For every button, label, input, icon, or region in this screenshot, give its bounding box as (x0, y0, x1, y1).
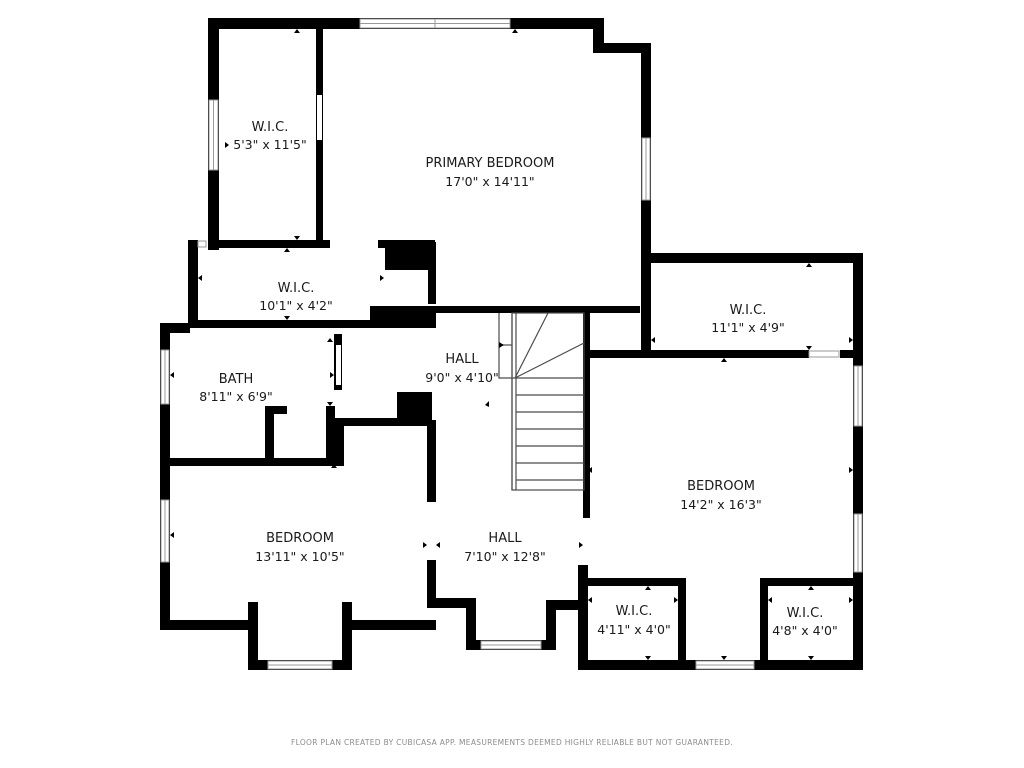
room-dimensions: 7'10" x 12'8" (464, 549, 545, 564)
room-name: PRIMARY BEDROOM (426, 156, 555, 171)
room-dimensions: 4'11" x 4'0" (597, 622, 670, 637)
room-dimensions: 17'0" x 14'11" (445, 174, 534, 189)
room-name: BEDROOM (687, 479, 755, 494)
room-name: BATH (219, 372, 254, 387)
room-wic-primary-left: W.I.C. 5'3" x 11'5" (233, 120, 306, 152)
room-hall-upper: HALL 9'0" x 4'10" (425, 352, 498, 385)
room-dimensions: 5'3" x 11'5" (233, 137, 306, 152)
room-name: W.I.C. (730, 303, 767, 318)
room-bedroom-left: BEDROOM 13'11" x 10'5" (255, 531, 344, 564)
room-bath: BATH 8'11" x 6'9" (199, 372, 272, 404)
windows (160, 18, 863, 670)
room-dimensions: 11'1" x 4'9" (711, 320, 784, 335)
room-dimensions: 4'8" x 4'0" (772, 623, 838, 638)
room-dimensions: 13'11" x 10'5" (255, 549, 344, 564)
room-bedroom-right: BEDROOM 14'2" x 16'3" (680, 479, 761, 512)
room-hall-lower: HALL 7'10" x 12'8" (464, 531, 545, 564)
room-name: BEDROOM (266, 531, 334, 546)
room-labels: W.I.C. 5'3" x 11'5" PRIMARY BEDROOM 17'0… (199, 120, 838, 638)
room-wic-bottom-left: W.I.C. 4'11" x 4'0" (597, 604, 670, 637)
disclaimer-footer: FLOOR PLAN CREATED BY CUBICASA APP. MEAS… (291, 738, 733, 747)
room-wic-right: W.I.C. 11'1" x 4'9" (711, 303, 784, 335)
room-wic-bottom-right: W.I.C. 4'8" x 4'0" (772, 606, 838, 638)
dimension-markers (170, 29, 853, 660)
room-wic-hallway: W.I.C. 10'1" x 4'2" (259, 281, 332, 313)
room-dimensions: 8'11" x 6'9" (199, 389, 272, 404)
room-name: W.I.C. (616, 604, 653, 619)
room-dimensions: 9'0" x 4'10" (425, 370, 498, 385)
room-name: W.I.C. (278, 281, 315, 296)
room-name: HALL (445, 352, 479, 367)
staircase (498, 312, 585, 491)
room-dimensions: 10'1" x 4'2" (259, 298, 332, 313)
room-name: HALL (488, 531, 522, 546)
room-dimensions: 14'2" x 16'3" (680, 497, 761, 512)
door-openings (317, 95, 589, 565)
room-name: W.I.C. (252, 120, 289, 135)
room-name: W.I.C. (787, 606, 824, 621)
room-primary-bedroom: PRIMARY BEDROOM 17'0" x 14'11" (426, 156, 555, 189)
